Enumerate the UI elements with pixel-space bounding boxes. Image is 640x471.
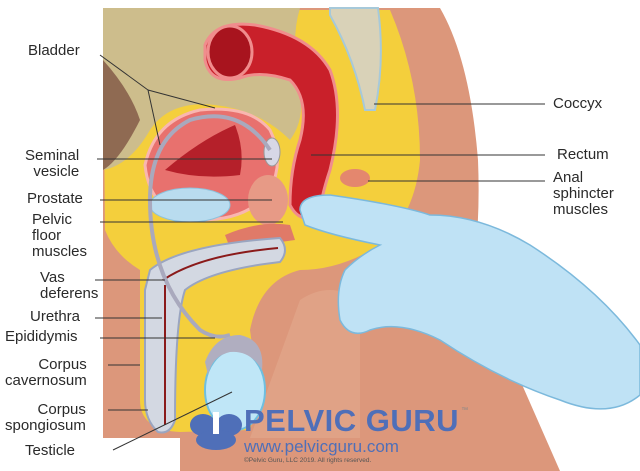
label-corpus-spongiosum: Corpus spongiosum <box>5 401 86 434</box>
copyright: ©Pelvic Guru, LLC 2019. All rights reser… <box>244 457 372 464</box>
label-epididymis: Epididymis <box>5 328 78 345</box>
logo-trademark: ™ <box>461 407 469 414</box>
label-testicle: Testicle <box>25 442 76 459</box>
pelvic-shadow <box>103 60 140 170</box>
label-corpus-cavernosum: Corpus cavernosum <box>5 356 87 389</box>
pelvis-logo-icon <box>190 412 242 450</box>
gloved-hand <box>299 194 640 410</box>
sacrum <box>329 7 382 111</box>
epididymis <box>205 335 263 375</box>
label-bladder: Bladder <box>28 42 80 59</box>
logo-title: PELVIC GURU <box>244 403 460 438</box>
logo-title-row: PELVIC GURU ™ <box>244 405 468 437</box>
logo-url: www.pelvicguru.com <box>244 437 399 456</box>
penis <box>144 236 286 434</box>
label-rectum: Rectum <box>557 146 609 163</box>
label-vas-deferens: Vas deferens <box>40 269 99 302</box>
urethra <box>162 247 279 281</box>
anal-sphincter <box>340 169 370 187</box>
label-pelvic-floor: Pelvic floor muscles <box>32 211 88 260</box>
leader-lines <box>95 54 545 451</box>
label-prostate: Prostate <box>27 190 83 207</box>
colon-loop <box>206 24 254 80</box>
logo: PELVIC GURU ™ www.pelvicguru.com ©Pelvic… <box>244 405 468 465</box>
pubic-symphysis <box>149 187 231 223</box>
thigh <box>250 290 360 438</box>
label-anal-sphincter: Anal sphincter muscles <box>553 169 614 218</box>
bladder-folds <box>165 125 242 177</box>
label-coccyx: Coccyx <box>553 95 603 112</box>
label-urethra: Urethra <box>30 308 81 325</box>
label-seminal-vesicle: Seminal vesicle <box>25 147 80 180</box>
